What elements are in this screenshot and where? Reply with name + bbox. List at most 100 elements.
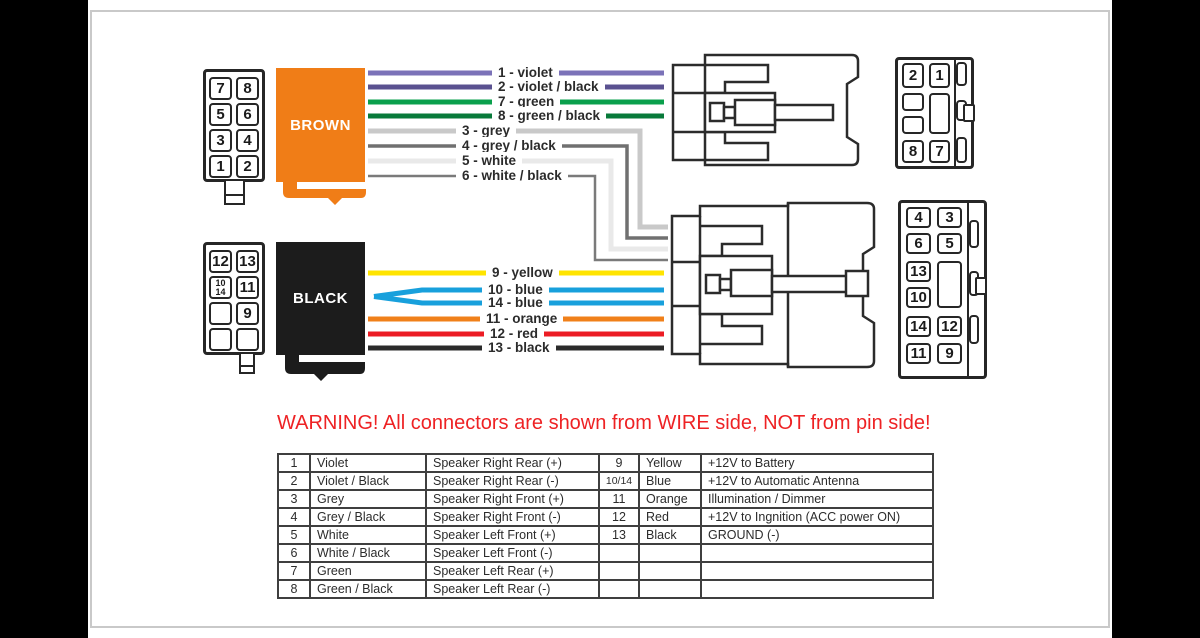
pin-cell: 4 xyxy=(906,207,931,228)
wire-label-2: 2 - violet / black xyxy=(492,78,605,95)
wire-label-4: 4 - grey / black xyxy=(456,137,562,154)
wire-color-cell: Grey / Black xyxy=(309,507,427,527)
pin-number-cell xyxy=(598,561,640,581)
pin-cell xyxy=(209,302,232,325)
pin-cell: 12 xyxy=(937,316,962,337)
pin-number-cell: 9 xyxy=(598,453,640,473)
black-block-foot xyxy=(285,353,365,381)
wire-color-cell: White xyxy=(309,525,427,545)
pin-cell: 5 xyxy=(209,103,232,126)
pin-cell xyxy=(902,116,924,134)
pin-cell: 2 xyxy=(902,63,924,88)
pin-cell xyxy=(209,328,232,351)
wire-color-cell: Yellow xyxy=(638,453,702,473)
housing-divider xyxy=(967,202,969,377)
wire-color-cell xyxy=(638,561,702,581)
connector-key-tab xyxy=(239,352,255,374)
pin-number-cell: 12 xyxy=(598,507,640,527)
wire-line-10 xyxy=(373,287,664,299)
wire-label-12: 12 - red xyxy=(484,325,545,342)
function-cell: Speaker Left Rear (-) xyxy=(425,579,600,599)
wire-color-cell: Orange xyxy=(638,489,702,509)
brown-connector-block: BROWN xyxy=(276,68,365,182)
wire-label-5: 5 - white xyxy=(456,152,523,169)
housing-slot xyxy=(956,137,967,163)
wire-label-13: 13 - black xyxy=(482,339,556,356)
function-cell xyxy=(700,543,934,563)
wire-color-cell: Green xyxy=(309,561,427,581)
pin-cell: 11 xyxy=(906,343,931,364)
warning-text: WARNING! All connectors are shown from W… xyxy=(277,412,931,434)
pin-cell: 8 xyxy=(902,140,924,163)
pin-cell: 3 xyxy=(209,129,232,152)
pin-cell: 6 xyxy=(906,233,931,254)
pin-cell: 4 xyxy=(236,129,259,152)
function-cell: Speaker Right Rear (+) xyxy=(425,453,600,473)
housing-slot xyxy=(956,100,975,122)
housing-tab xyxy=(963,103,975,122)
pin-cell: 13 xyxy=(906,261,931,282)
top-connector-side-view xyxy=(671,53,860,167)
black-connector-block: BLACK xyxy=(276,242,365,355)
function-cell: Illumination / Dimmer xyxy=(700,489,934,509)
pin-cell: 10 xyxy=(906,287,931,308)
wire-color-cell: Grey xyxy=(309,489,427,509)
pin-cell: 9 xyxy=(236,302,259,325)
pin-cell: 13 xyxy=(236,250,259,273)
pin-cell: 7 xyxy=(209,77,232,100)
function-cell: +12V to Battery xyxy=(700,453,934,473)
pin-number-cell: 2 xyxy=(277,471,311,491)
pin-cell: 6 xyxy=(236,103,259,126)
wire-color-cell: Green / Black xyxy=(309,579,427,599)
pin-cell: 7 xyxy=(929,140,950,163)
pin-number-cell: 8 xyxy=(277,579,311,599)
function-cell: Speaker Left Rear (+) xyxy=(425,561,600,581)
function-cell: Speaker Right Front (-) xyxy=(425,507,600,527)
pin-cell: 5 xyxy=(937,233,962,254)
function-cell xyxy=(700,579,934,599)
wire-label-1: 1 - violet xyxy=(492,64,559,81)
pin-cell: 12 xyxy=(209,250,232,273)
pin-cell: 3 xyxy=(937,207,962,228)
pin-number-cell: 1 xyxy=(277,453,311,473)
function-cell xyxy=(700,561,934,581)
pin-number-cell: 6 xyxy=(277,543,311,563)
wire-color-cell: Black xyxy=(638,525,702,545)
pin-cell xyxy=(236,328,259,351)
wire-color-cell xyxy=(638,579,702,599)
pin-cell: 8 xyxy=(236,77,259,100)
pin-number-cell xyxy=(598,543,640,563)
pin-cell: 14 xyxy=(906,316,931,337)
housing-slot xyxy=(969,220,979,248)
function-cell: Speaker Left Front (+) xyxy=(425,525,600,545)
pin-cell: 9 xyxy=(937,343,962,364)
pin-cell: 1 xyxy=(929,63,950,88)
pin-cell: 2 xyxy=(236,155,259,178)
wire-color-cell: Red xyxy=(638,507,702,527)
function-cell: Speaker Left Front (-) xyxy=(425,543,600,563)
brown-block-foot xyxy=(283,180,366,205)
pin-cell xyxy=(929,93,950,134)
tab-divider xyxy=(241,364,253,367)
wire-color-cell xyxy=(638,543,702,563)
wire-color-cell: Violet xyxy=(309,453,427,473)
wire-label-10: 10 - blue xyxy=(482,281,549,298)
wire-label-6: 6 - white / black xyxy=(456,167,568,184)
connector-key-tab xyxy=(224,179,245,205)
pin-number: 14 xyxy=(215,286,226,297)
wire-color-cell: Violet / Black xyxy=(309,471,427,491)
pin-number-cell: 7 xyxy=(277,561,311,581)
bottom-connector-side-view xyxy=(670,201,876,369)
card-border xyxy=(90,10,1110,628)
